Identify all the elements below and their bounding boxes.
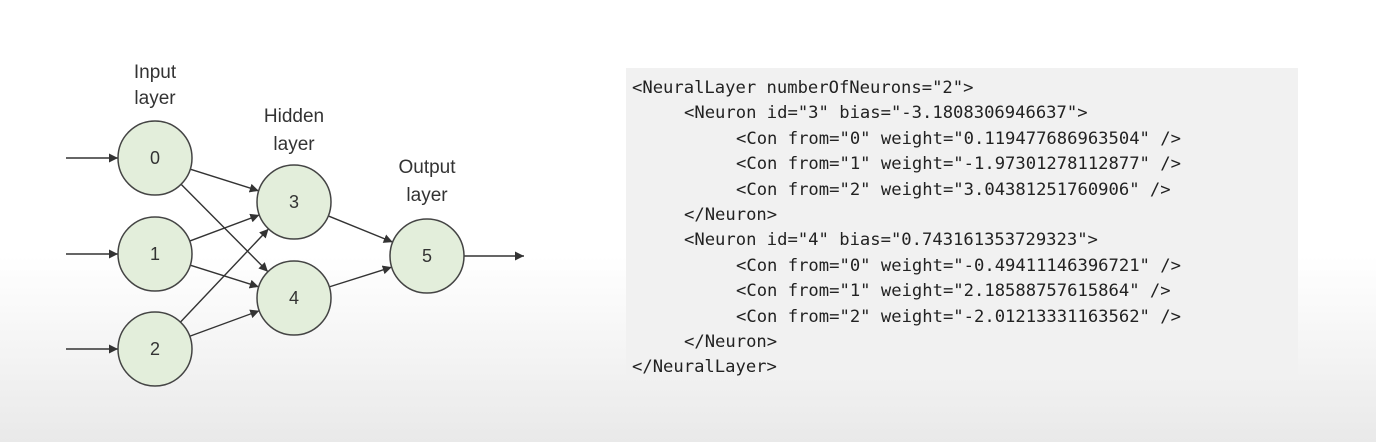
layer-label: layer [273, 134, 315, 155]
io-arrows [66, 153, 524, 354]
layer-label: layer [134, 88, 176, 109]
neuron-node: 1 [117, 216, 193, 292]
neuron-label: 2 [150, 339, 160, 359]
neuron-node: 3 [256, 164, 332, 240]
code-line: <Con from="2" weight="3.04381251760906" … [736, 179, 1171, 200]
code-line: <Neuron id="3" bias="-3.1808306946637"> [684, 103, 1088, 124]
code-line: <Con from="2" weight="-2.01213331163562"… [736, 306, 1181, 327]
connection-arrow [189, 309, 260, 337]
connection-arrow [179, 228, 270, 323]
neuron-circle [117, 311, 193, 387]
neuron-circle [117, 120, 193, 196]
neuron-node: 4 [256, 260, 332, 336]
code-line: <NeuralLayer numberOfNeurons="2"> [632, 78, 974, 98]
code-line: <Con from="1" weight="-1.97301278112877"… [736, 154, 1181, 175]
xml-code-lines: <NeuralLayer numberOfNeurons="2"> <Neuron… [632, 76, 1298, 381]
connection-arrow [190, 168, 259, 193]
connection-arrow [328, 215, 393, 243]
neuron-node: 2 [117, 311, 193, 387]
neuron-label: 3 [289, 192, 299, 212]
code-line: </NeuralLayer> [632, 357, 777, 378]
connection-arrow [189, 213, 260, 242]
code-line: </Neuron> [684, 204, 778, 225]
layer-label: Hidden [264, 106, 324, 127]
connections [179, 168, 393, 337]
code-line: <Con from="0" weight="-0.49411146396721"… [736, 255, 1181, 276]
connection-arrow [329, 265, 392, 288]
neuron-label: 1 [150, 244, 160, 264]
layer-label: layer [406, 185, 448, 206]
code-line: </Neuron> [684, 331, 778, 352]
neurons: 0 1 2 3 4 5 [117, 120, 465, 387]
xml-code-panel: <NeuralLayer numberOfNeurons="2"> <Neuron… [626, 68, 1298, 380]
code-line: <Con from="0" weight="0.119477686963504"… [736, 128, 1181, 149]
neuron-label: 4 [289, 288, 299, 308]
neuron-circle [389, 218, 465, 294]
neuron-label: 0 [150, 148, 160, 168]
layer-label: Output [398, 157, 456, 178]
neuron-node: 0 [117, 120, 193, 196]
code-line: <Neuron id="4" bias="0.743161353729323"> [684, 230, 1098, 251]
neuron-circle [117, 216, 193, 292]
neuron-label: 5 [422, 246, 432, 266]
neuron-circle [256, 260, 332, 336]
neuron-circle [256, 164, 332, 240]
layer-label: Input [134, 62, 177, 83]
code-line: <Con from="1" weight="2.18588757615864" … [736, 281, 1171, 302]
neuron-node: 5 [389, 218, 465, 294]
